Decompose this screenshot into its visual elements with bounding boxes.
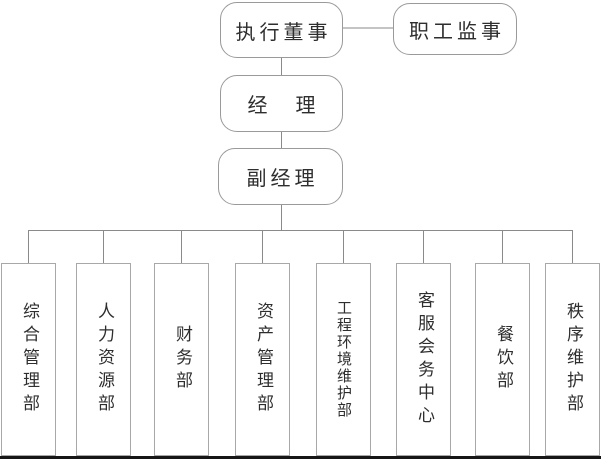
node-label: 执行董事 [235,19,332,44]
node-executive-director: 执行董事 [220,2,343,58]
node-manager: 经 理 [220,75,343,132]
department-box: 秩序维护部 [545,263,600,456]
node-label: 副经理 [246,166,319,190]
department-box: 餐饮部 [475,263,530,456]
department-box: 工程环境维护部 [316,263,371,456]
department-label: 客服会务中心 [414,290,434,429]
department-box: 综合管理部 [1,263,56,456]
department-box: 财务部 [154,263,209,456]
department-box: 客服会务中心 [396,263,451,456]
bottom-rule [0,456,601,459]
node-deputy-manager: 副经理 [218,148,343,205]
node-label: 经 理 [247,93,320,117]
node-staff-supervisor: 职工监事 [393,3,517,55]
department-label: 工程环境维护部 [335,300,353,419]
department-label: 秩序维护部 [563,302,583,417]
department-box: 人力资源部 [76,263,131,456]
department-label: 综合管理部 [19,302,39,417]
department-label: 餐饮部 [493,325,513,394]
department-box: 资产管理部 [235,263,290,456]
department-label: 人力资源部 [94,302,114,417]
department-label: 资产管理部 [253,302,273,417]
department-label: 财务部 [172,325,192,394]
node-label: 职工监事 [409,18,505,43]
